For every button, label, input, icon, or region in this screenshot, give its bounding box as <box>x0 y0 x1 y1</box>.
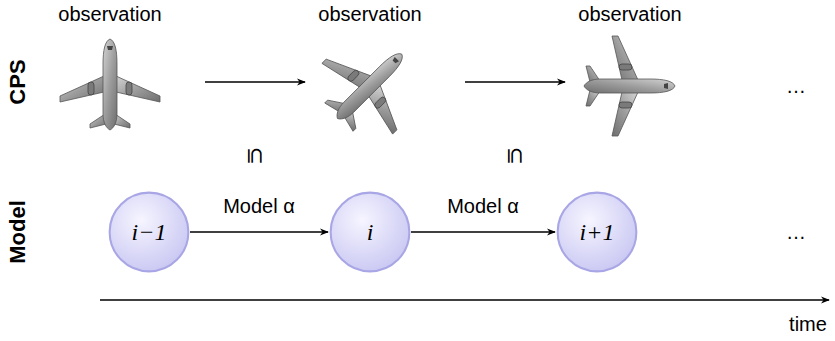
state-circle: i <box>329 191 411 273</box>
transition-connector <box>411 231 555 233</box>
ellipsis: … <box>786 75 806 97</box>
time-axis <box>100 299 829 301</box>
edge-label: Model α <box>444 195 522 217</box>
axis-label: time <box>789 313 827 335</box>
inclusion-symbol: ⊆ <box>243 147 267 165</box>
row-label: Model <box>6 200 30 264</box>
state-circle: i+1 <box>556 191 638 273</box>
observation-label: observation <box>318 3 421 25</box>
airplane-figure <box>60 39 160 130</box>
airplane-figure <box>584 36 675 136</box>
edge-label: Model α <box>220 195 298 217</box>
observation-label: observation <box>58 3 161 25</box>
row-label: CPS <box>6 59 30 104</box>
circle-shape <box>110 193 189 272</box>
inclusion-symbol: ⊆ <box>503 147 527 165</box>
airplane-figure <box>302 19 437 154</box>
ellipsis: … <box>786 221 806 243</box>
state-label: i+1 <box>580 219 615 246</box>
state-label: i−1 <box>132 219 167 246</box>
transition-arrow <box>465 81 565 83</box>
circle-shape <box>558 193 637 272</box>
state-circle: i−1 <box>108 191 190 273</box>
transition-connector <box>190 231 328 233</box>
state-label: i <box>367 219 374 246</box>
transition-arrow <box>205 81 305 83</box>
observation-label: observation <box>578 3 681 25</box>
circle-shape <box>331 193 410 272</box>
